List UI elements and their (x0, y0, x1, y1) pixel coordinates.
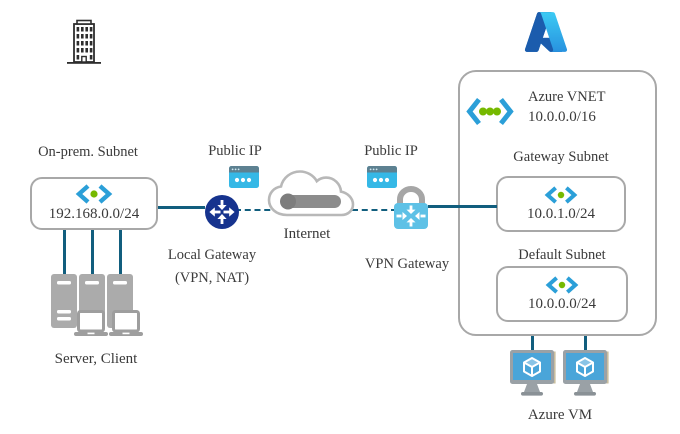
local-gateway-label: Local Gateway (167, 247, 257, 263)
azure-logo-icon (524, 12, 568, 52)
server-tower-icon (51, 274, 77, 328)
vpn-gateway-label: VPN Gateway (364, 256, 450, 272)
public-ip-left-label: Public IP (208, 143, 262, 159)
gateway-subnet-box: 10.0.1.0/24 (496, 176, 626, 232)
cloud-pipe (283, 195, 341, 208)
server-client-label: Server, Client (54, 351, 138, 367)
vnet-label: Azure VNET (528, 89, 606, 105)
public-ip-window-icon (229, 166, 259, 188)
connector-subnet-to-localgw (158, 206, 205, 209)
public-ip-right-label: Public IP (364, 143, 418, 159)
laptop-icon (74, 310, 108, 336)
connector-subnet-server-1 (63, 229, 66, 277)
connector-subnet-vm-2 (584, 321, 587, 353)
internet-label: Internet (283, 226, 331, 242)
local-gateway-note: (VPN, NAT) (174, 270, 250, 286)
cloud-pipe-end (280, 193, 296, 210)
connector-subnet-vm-1 (531, 321, 534, 353)
cloud-icon (267, 170, 355, 217)
gateway-subnet-label: Gateway Subnet (513, 149, 609, 165)
code-brackets-dots-icon (466, 97, 514, 126)
connector-vpngw-to-gwsubnet (428, 205, 497, 208)
gateway-subnet-cidr: 10.0.1.0/24 (527, 205, 595, 222)
lock-gateway-icon (394, 186, 428, 229)
vnet-title-block: Azure VNET 10.0.0.0/16 (528, 87, 605, 127)
code-brackets-icon (544, 185, 578, 204)
default-subnet-cidr: 10.0.0.0/24 (528, 295, 596, 312)
default-subnet-box: 10.0.0.0/24 (496, 266, 628, 322)
default-subnet-label: Default Subnet (518, 247, 606, 263)
onprem-subnet-cidr: 192.168.0.0/24 (48, 206, 140, 222)
building-icon (67, 19, 101, 64)
public-ip-window-icon (367, 166, 397, 188)
vm-monitor-icon (563, 350, 609, 396)
laptop-icon (109, 310, 143, 336)
connector-subnet-server-2 (91, 229, 94, 277)
onprem-subnet-label: On-prem. Subnet (38, 144, 138, 160)
vnet-cidr: 10.0.0.0/16 (528, 109, 596, 125)
vm-monitor-icon (510, 350, 556, 396)
code-brackets-icon (545, 275, 579, 294)
router-circle-icon (205, 195, 239, 229)
code-brackets-icon (75, 184, 113, 204)
connector-subnet-server-3 (119, 229, 122, 277)
azure-vm-label: Azure VM (527, 407, 593, 423)
onprem-subnet-box: 192.168.0.0/24 (30, 177, 158, 230)
